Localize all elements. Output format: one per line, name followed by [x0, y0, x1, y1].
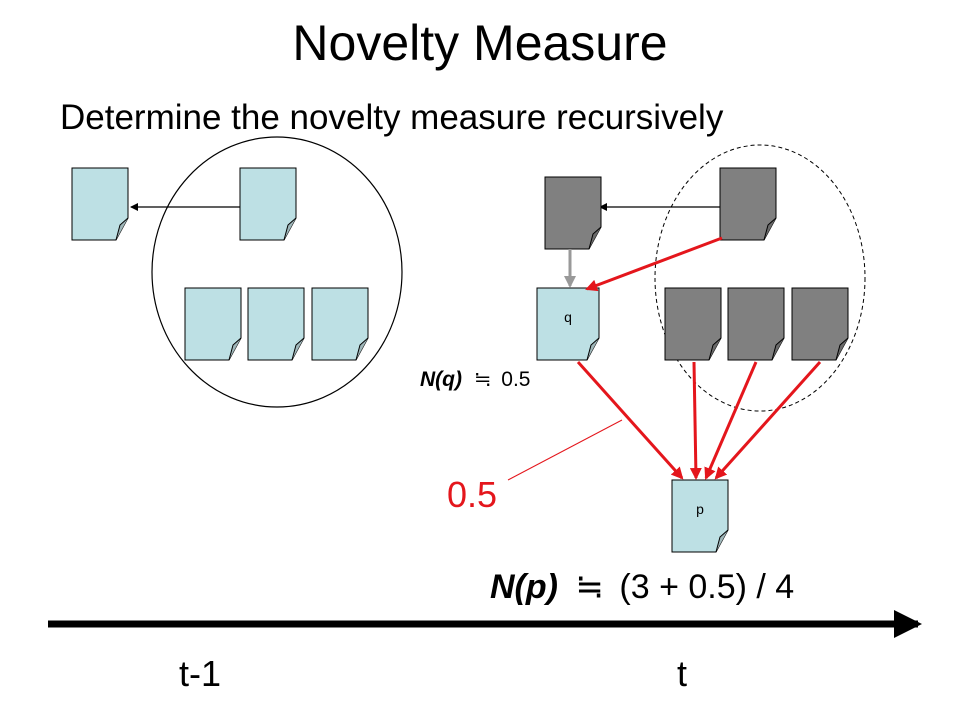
np-formula: N(p) ≒ (3 + 0.5) / 4	[490, 568, 794, 606]
document-icon-dark	[791, 287, 849, 361]
nq-approx-symbol: ≒	[474, 368, 492, 391]
arrow-doc-to-p-2	[704, 361, 758, 480]
weight-callout-line	[507, 419, 623, 481]
np-name: N(p)	[490, 568, 558, 606]
np-approx-symbol: ≒	[575, 568, 604, 606]
nq-label: N(q) ≒ 0.5	[420, 368, 531, 391]
document-p	[671, 479, 729, 553]
np-value: (3 + 0.5) / 4	[619, 568, 794, 606]
document-icon-dark	[664, 287, 722, 361]
document-icon	[184, 287, 242, 361]
document-icon	[247, 287, 305, 361]
page-title: Novelty Measure	[292, 15, 668, 71]
nq-value: 0.5	[501, 368, 530, 391]
document-icon	[311, 287, 369, 361]
document-icon-dark	[727, 287, 785, 361]
cluster-circle-left	[151, 136, 403, 408]
page-subtitle: Determine the novelty measure recursivel…	[60, 98, 724, 137]
document-q-label: q	[564, 309, 572, 325]
arrow-doc-to-p-3	[714, 360, 822, 480]
nq-name: N(q)	[420, 368, 462, 391]
document-p-label: p	[696, 501, 704, 517]
arrow-red-to-q	[585, 236, 723, 292]
document-icon	[239, 167, 297, 241]
document-icon-dark	[544, 176, 602, 250]
document-q	[536, 287, 600, 361]
arrow-q-to-p	[576, 360, 684, 480]
cluster-circle-right	[654, 144, 866, 412]
document-icon-dark	[719, 167, 777, 241]
timeline-label-left: t-1	[179, 653, 221, 694]
timeline-label-right: t	[677, 653, 687, 694]
edge-weight-label: 0.5	[447, 474, 497, 515]
arrow-doc-to-p-1	[689, 361, 702, 480]
document-icon	[71, 167, 129, 241]
